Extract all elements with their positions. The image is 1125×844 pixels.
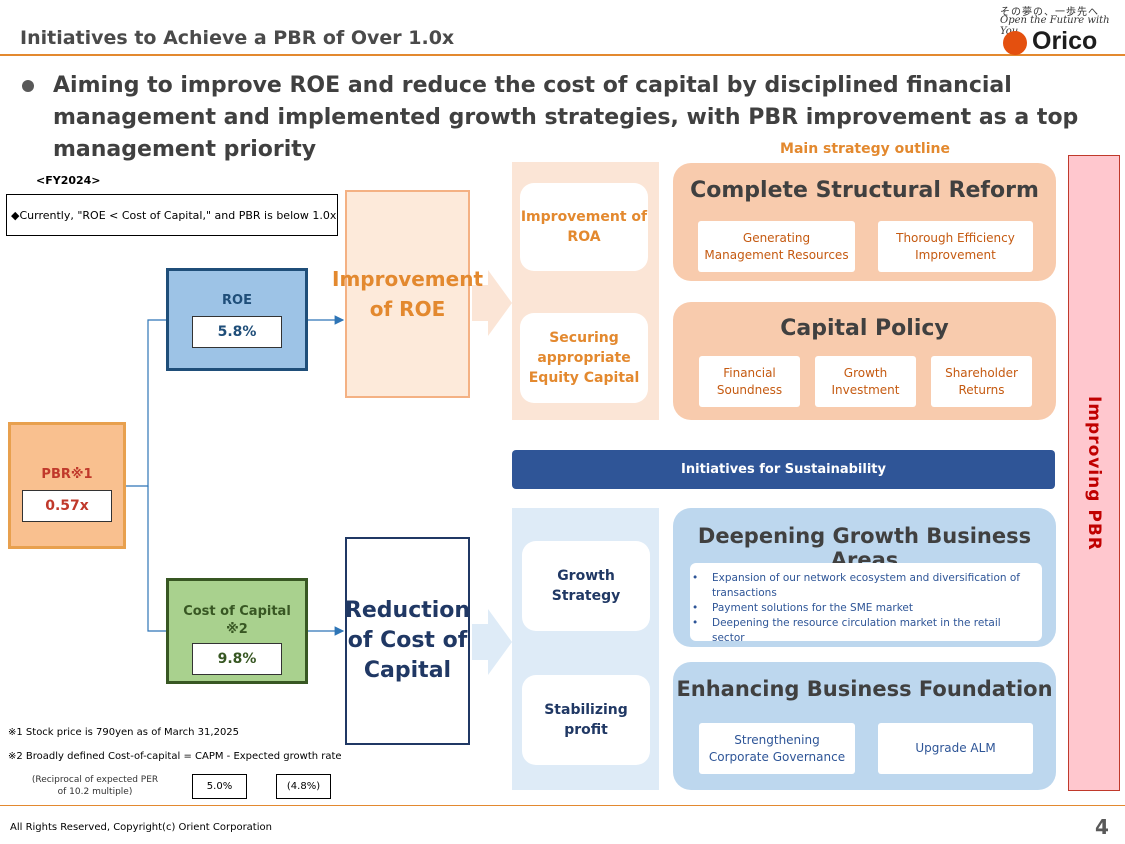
cost-of-capital-box: Cost of Capital ※2 9.8% [166,578,308,684]
improving-pbr-banner: Improving PBR [1068,155,1120,791]
orico-logo-icon [1003,31,1027,55]
growth-investment-chip: Growth Investment [815,356,916,407]
pbr-box: PBR※1 0.57x [8,422,126,549]
list-item: Payment solutions for the SME market [692,601,1036,616]
lead-statement: Aiming to improve ROE and reduce the cos… [53,73,1079,162]
header-divider [0,54,1125,56]
roe-label: ROE [222,293,252,308]
improving-pbr-label: Improving PBR [1084,395,1104,551]
reduction-of-cost-of-capital-box: Reduction of Cost of Capital [345,537,470,745]
growth-strategy-card: Growth Strategy [522,541,650,631]
structural-reform-title: Complete Structural Reform [690,178,1039,203]
pbr-roe-connector [126,319,166,487]
growth-rate-value: (4.8%) [276,774,331,799]
cost-of-capital-label: Cost of Capital ※2 [183,604,291,637]
shareholder-returns-chip: Shareholder Returns [931,356,1032,407]
page-number: 4 [1095,815,1109,839]
growth-business-title: Deepening Growth Business Areas [697,524,1032,572]
efficiency-improvement-chip: Thorough Efficiency Improvement [878,221,1033,272]
pbr-coc-connector [147,486,166,632]
pbr-label: PBR※1 [41,467,93,482]
fiscal-year-label: <FY2024> [36,174,101,187]
list-item: Expansion of our network ecosystem and d… [692,571,1036,601]
roe-value: 5.8% [192,316,282,348]
sustainability-bar: Initiatives for Sustainability [512,450,1055,489]
improvement-of-roa-card: Improvement of ROA [520,183,648,271]
copyright-text: All Rights Reserved, Copyright(c) Orient… [10,822,272,833]
current-status-note: ◆Currently, "ROE < Cost of Capital," and… [6,194,338,236]
pbr-value: 0.57x [22,490,112,522]
roe-block-arrow [472,270,512,336]
generating-management-resources-chip: Generating Management Resources [698,221,855,272]
tagline-jp: その夢の、一歩先へ [1000,7,1099,18]
bullet-icon [22,80,34,92]
roe-box: ROE 5.8% [166,268,308,371]
stabilizing-profit-card: Stabilizing profit [522,675,650,765]
footnote-1: ※1 Stock price is 790yen as of March 31,… [8,727,240,738]
logo-text: Orico [1032,27,1098,55]
growth-business-bullets: Expansion of our network ecosystem and d… [690,563,1042,644]
main-strategy-outline-label: Main strategy outline [780,141,950,157]
business-foundation-title: Enhancing Business Foundation [676,677,1053,701]
footer-divider [0,805,1125,806]
financial-soundness-chip: Financial Soundness [699,356,800,407]
footnote-per-note: (Reciprocal of expected PER of 10.2 mult… [31,775,159,797]
cost-of-capital-value: 9.8% [192,643,282,675]
capital-policy-title: Capital Policy [780,316,949,341]
coc-block-arrow [472,609,512,675]
footnote-2: ※2 Broadly defined Cost-of-capital = CAP… [8,751,342,762]
upgrade-alm-chip: Upgrade ALM [878,723,1033,774]
capm-value: 5.0% [192,774,247,799]
corporate-governance-chip: Strengthening Corporate Governance [699,723,855,774]
page-title: Initiatives to Achieve a PBR of Over 1.0… [20,27,455,49]
list-item: Deepening the resource circulation marke… [692,616,1036,646]
equity-capital-card: Securing appropriate Equity Capital [520,313,648,403]
improvement-of-roe-box: Improvement of ROE [332,190,483,398]
